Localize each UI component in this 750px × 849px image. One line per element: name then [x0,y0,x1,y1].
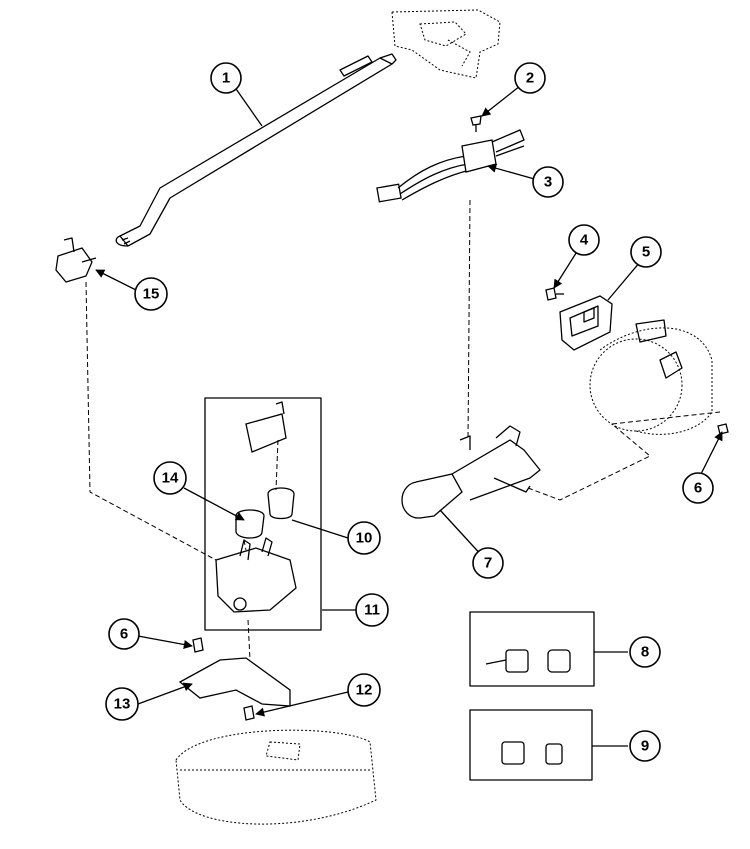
leader-lines [95,85,723,747]
part-pipe [115,53,397,247]
callout-1-label: 1 [222,70,230,87]
callout-6-left-label: 6 [120,626,128,643]
base-fragment-bottom [175,729,377,825]
part-screw-6-right [717,423,729,435]
callout-6-left: 6 [108,618,140,650]
cabinet-fragment-top [391,9,501,79]
part-mount-bracket [178,637,291,721]
callout-9-label: 9 [641,738,649,755]
callout-8: 8 [629,636,661,668]
callout-11-label: 11 [364,602,380,619]
part-orifice-kit-9-box [469,709,593,781]
part-burner [401,425,541,519]
part-bracket [559,295,613,351]
callout-7: 7 [472,547,504,579]
callout-8-label: 8 [641,644,649,661]
callout-2: 2 [514,62,546,94]
assembly-lines [85,199,721,661]
callout-12: 12 [347,673,381,707]
callout-5: 5 [630,236,662,268]
callout-1: 1 [210,62,242,94]
part-screw-2 [470,115,482,132]
part-valve-kit-box [204,397,322,631]
callout-13-label: 13 [114,696,131,713]
callout-3: 3 [532,166,564,198]
callout-6-right: 6 [682,472,714,504]
callout-12-label: 12 [356,682,373,699]
callout-4-label: 4 [580,232,589,249]
callout-7-label: 7 [484,555,492,572]
callout-6-right-label: 6 [694,480,702,497]
callout-4: 4 [568,224,600,256]
part-screw-4 [545,287,564,301]
callout-10: 10 [347,521,381,555]
part-orifice-kit-8-box [469,611,595,687]
part-wire-harness [376,129,525,203]
callout-5-label: 5 [642,244,650,261]
callout-3-label: 3 [544,174,552,191]
callout-15-label: 15 [143,286,160,303]
part-elbow-fitting [55,237,97,283]
callout-15: 15 [134,277,168,311]
callout-14-label: 14 [162,470,179,487]
callout-14: 14 [153,461,187,495]
callout-11: 11 [355,593,389,627]
drum-housing [589,319,713,435]
callout-2-label: 2 [526,70,534,87]
callout-9: 9 [629,730,661,762]
callout-13: 13 [105,687,139,721]
callout-10-label: 10 [356,530,373,547]
